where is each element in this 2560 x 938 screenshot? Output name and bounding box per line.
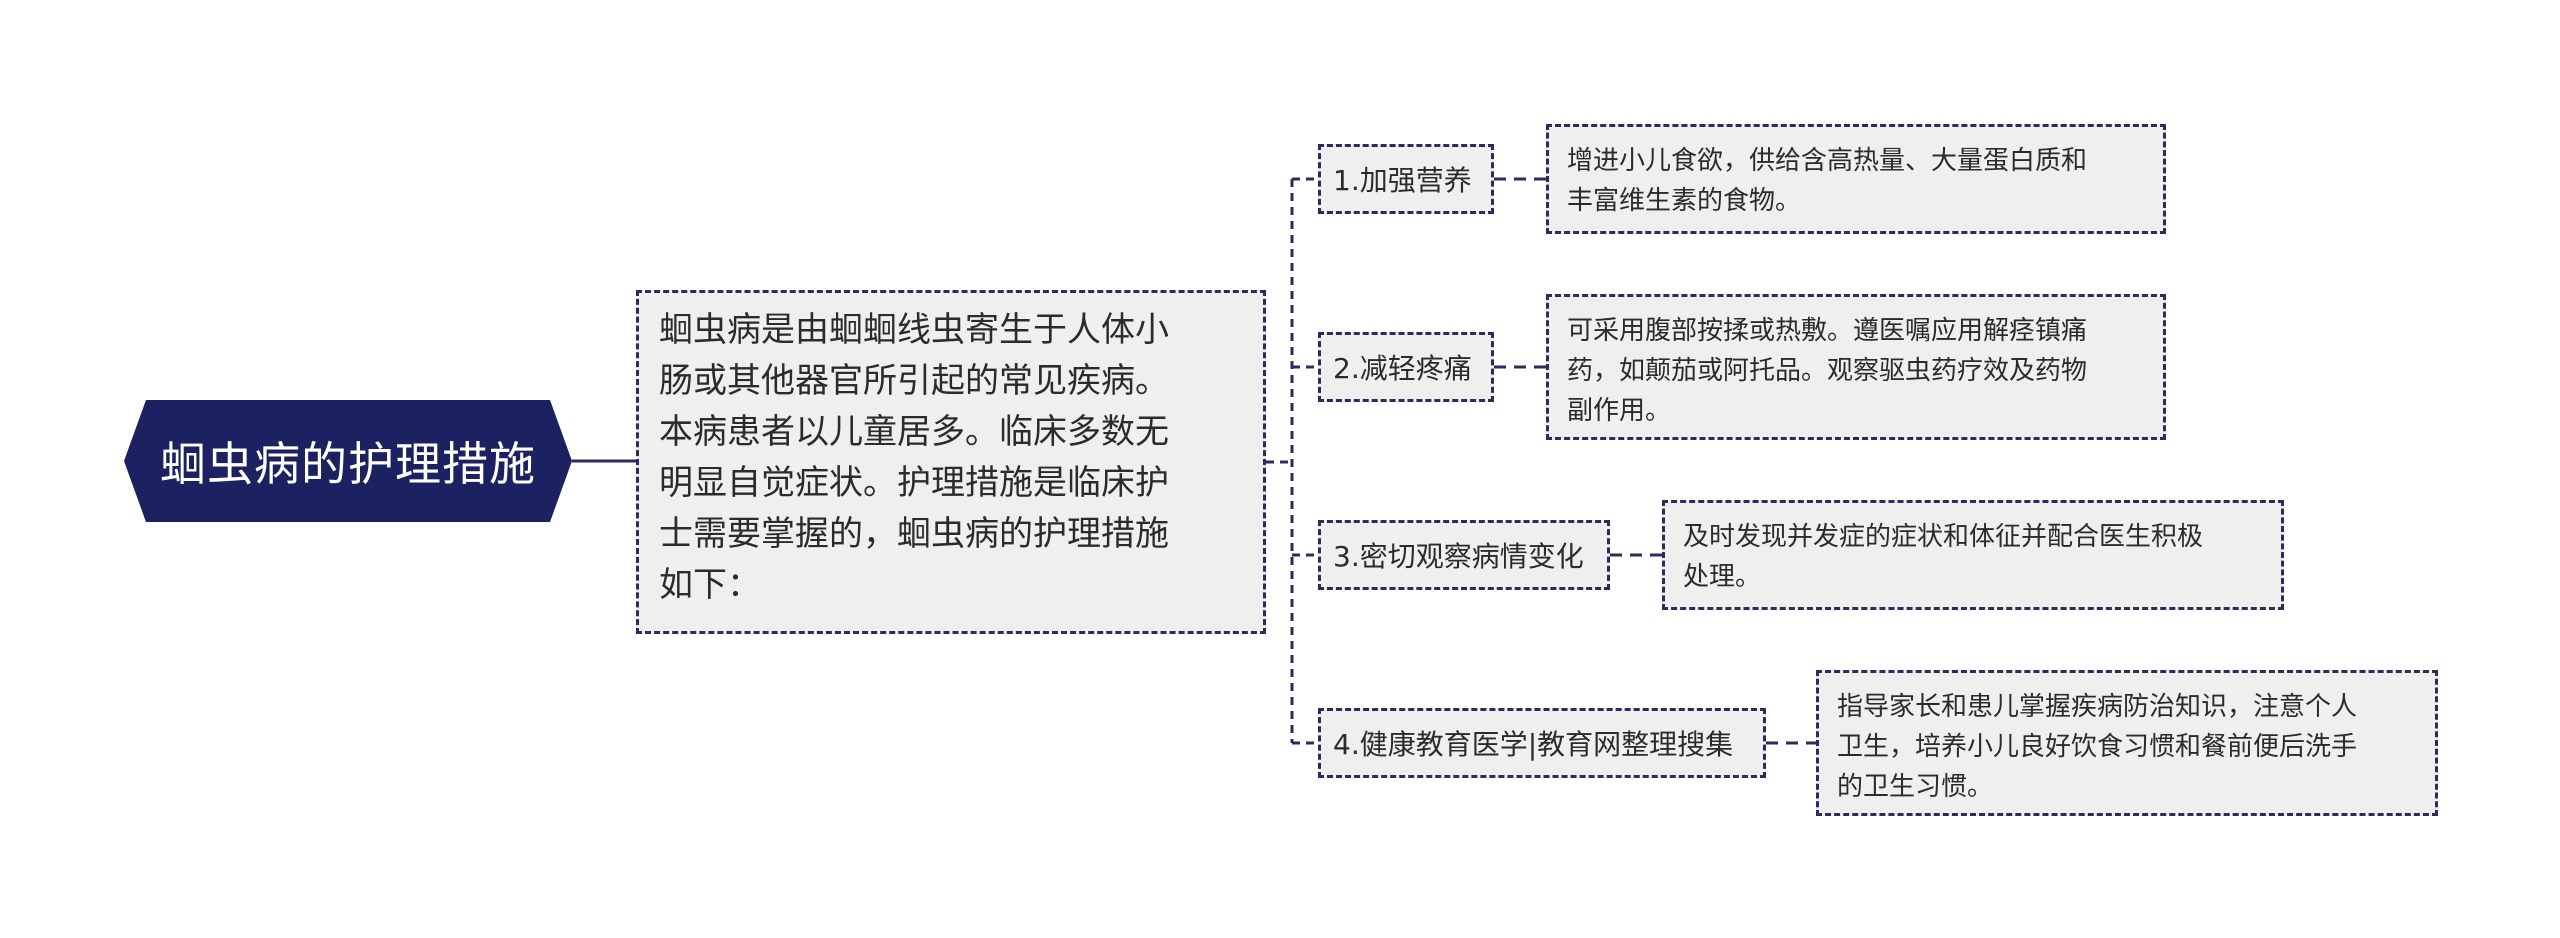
leaf-line: 可采用腹部按揉或热敷。遵医嘱应用解痉镇痛 [1567,316,2088,346]
intro-line: 肠或其他器官所引起的常见疾病。 [659,361,1169,401]
root-node[interactable]: 蛔虫病的护理措施 [124,400,572,522]
branch-label: 4.健康教育医学|教育网整理搜集 [1333,728,1734,761]
leaf-line: 指导家长和患儿掌握疾病防治知识，注意个人 [1837,692,2358,722]
branch-label: 2.减轻疼痛 [1333,352,1472,385]
branch-label: 1.加强营养 [1333,164,1472,197]
leaf-line: 增进小儿食欲，供给含高热量、大量蛋白质和 [1567,146,2088,176]
branch-label: 3.密切观察病情变化 [1333,540,1584,573]
leaf-node-health-education[interactable]: 指导家长和患儿掌握疾病防治知识，注意个人 卫生，培养小儿良好饮食习惯和餐前便后洗… [1816,670,2438,816]
intro-node[interactable]: 蛔虫病是由蛔蛔线虫寄生于人体小 肠或其他器官所引起的常见疾病。 本病患者以儿童居… [636,290,1266,634]
leaf-node-observation[interactable]: 及时发现并发症的症状和体征并配合医生积极 处理。 [1662,500,2284,610]
leaf-line: 药，如颠茄或阿托品。观察驱虫药疗效及药物 [1567,356,2088,386]
intro-line: 如下： [659,565,761,605]
branch-node-observation[interactable]: 3.密切观察病情变化 [1318,520,1610,590]
leaf-line: 及时发现并发症的症状和体征并配合医生积极 [1683,522,2204,552]
leaf-line: 处理。 [1683,562,1762,592]
leaf-line: 丰富维生素的食物。 [1567,186,1802,216]
leaf-line: 卫生，培养小儿良好饮食习惯和餐前便后洗手 [1837,732,2358,762]
intro-line: 明显自觉症状。护理措施是临床护 [659,463,1169,503]
intro-line: 士需要掌握的，蛔虫病的护理措施 [659,514,1169,554]
leaf-node-pain-relief[interactable]: 可采用腹部按揉或热敷。遵医嘱应用解痉镇痛 药，如颠茄或阿托品。观察驱虫药疗效及药… [1546,294,2166,440]
branch-node-pain-relief[interactable]: 2.减轻疼痛 [1318,332,1494,402]
intro-line: 蛔虫病是由蛔蛔线虫寄生于人体小 [659,310,1169,350]
branch-node-nutrition[interactable]: 1.加强营养 [1318,144,1494,214]
root-node-label: 蛔虫病的护理措施 [160,437,536,491]
leaf-node-nutrition[interactable]: 增进小儿食欲，供给含高热量、大量蛋白质和 丰富维生素的食物。 [1546,124,2166,234]
leaf-line: 的卫生习惯。 [1837,772,1994,802]
branch-node-health-education[interactable]: 4.健康教育医学|教育网整理搜集 [1318,708,1766,778]
intro-line: 本病患者以儿童居多。临床多数无 [659,412,1169,452]
leaf-line: 副作用。 [1567,396,1672,426]
